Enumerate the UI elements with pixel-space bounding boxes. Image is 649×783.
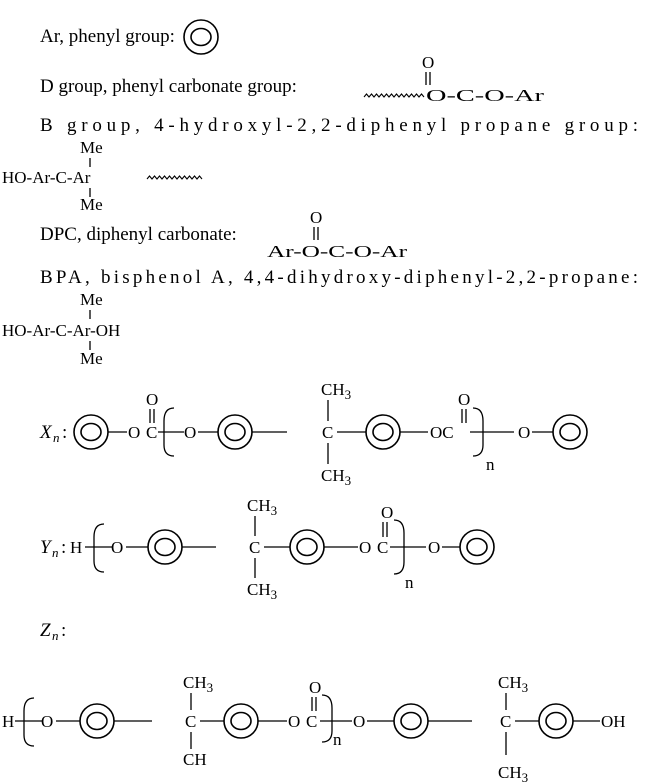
xn-colon: :	[62, 422, 67, 443]
benzene-ring-icon	[365, 414, 401, 450]
zn-colon: :	[61, 620, 66, 641]
yn-quaternary-carbon: C	[249, 538, 260, 557]
benzene-ring-icon	[183, 19, 219, 55]
zn-carbonyl-oxygen: O	[309, 678, 321, 697]
structure-xn: X n : O C O O CH3 C CH3 OC O n O	[39, 380, 588, 488]
zn-repeat-count: n	[333, 730, 342, 749]
repeat-bracket-open	[93, 523, 105, 573]
zn-methyl-top: CH3	[183, 673, 213, 695]
xn-chain-oxygen: O	[184, 423, 196, 442]
d-group-chain: O-C-O-Ar	[426, 86, 545, 105]
definition-d-group: D group, phenyl carbonate group: O O-C-O…	[40, 53, 545, 105]
dpc-chain: Ar-O-C-O-Ar	[267, 242, 407, 261]
methyl-bottom: Me	[80, 349, 103, 368]
zn-carbonyl-carbon: C	[306, 712, 317, 731]
zn-quaternary-carbon: C	[185, 712, 196, 731]
zn-terminal-h: H	[2, 712, 14, 731]
xn-methyl-bottom: CH3	[321, 466, 351, 488]
yn-methyl-top: CH3	[247, 496, 277, 518]
methyl-bottom: Me	[80, 195, 103, 214]
carbonyl-oxygen: O	[310, 208, 322, 227]
definition-b-group: B group, 4-hydroxyl-2,2-diphenyl propane…	[2, 115, 638, 214]
yn-subscript: n	[52, 545, 59, 560]
xn-carbonyl-oxygen-left: O	[146, 390, 158, 409]
yn-carbonyl-oxygen: O	[381, 503, 393, 522]
yn-carbonyl-carbon: C	[377, 538, 388, 557]
yn-end-oxygen: O	[428, 538, 440, 557]
b-group-label: B group, 4-hydroxyl-2,2-diphenyl propane…	[40, 115, 638, 136]
benzene-ring-icon	[223, 703, 259, 739]
zn-chain-oxygen: O	[41, 712, 53, 731]
yn-ester-oxygen: O	[359, 538, 371, 557]
bpa-label: BPA, bisphenol A, 4,4-dihydroxy-diphenyl…	[40, 267, 638, 288]
xn-carbonyl-carbon-left: C	[146, 423, 157, 442]
xn-end-oxygen: O	[518, 423, 530, 442]
repeat-bracket-close	[321, 694, 333, 743]
dpc-label: DPC, diphenyl carbonate:	[40, 224, 237, 245]
xn-repeat-count: n	[486, 455, 495, 474]
xn-methyl-top: CH3	[321, 380, 351, 402]
bpa-chain: HO-Ar-C-Ar-OH	[2, 321, 120, 340]
wavy-bond-icon	[363, 93, 425, 98]
structure-zn-label: Z n :	[40, 620, 66, 643]
benzene-ring-icon	[552, 414, 588, 450]
b-group-chain: HO-Ar-C-Ar	[2, 168, 91, 187]
xn-symbol: X	[39, 422, 53, 443]
xn-subscript: n	[53, 430, 60, 445]
zn-terminal-hydroxyl: OH	[601, 712, 626, 731]
ar-label: Ar, phenyl group:	[40, 26, 175, 47]
xn-carbonyl-oxygen-right: O	[458, 390, 470, 409]
wavy-bond-icon	[146, 175, 203, 180]
carbonyl-oxygen: O	[422, 53, 434, 72]
benzene-ring-icon	[217, 414, 253, 450]
benzene-ring-icon	[459, 529, 495, 565]
structure-zn: H O CH3 C CH O C O n O CH3 C CH3 OH	[2, 673, 626, 783]
xn-ester-oxygen-left: O	[128, 423, 140, 442]
yn-repeat-count: n	[405, 573, 414, 592]
zn-methyl-bottom-2: CH3	[498, 763, 528, 783]
definition-dpc: DPC, diphenyl carbonate: O Ar-O-C-O-Ar	[40, 208, 407, 261]
yn-colon: :	[61, 537, 66, 558]
d-group-label: D group, phenyl carbonate group:	[40, 76, 297, 97]
benzene-ring-icon	[538, 703, 574, 739]
zn-methyl-top-2: CH3	[498, 673, 528, 695]
benzene-ring-icon	[289, 529, 325, 565]
yn-chain-oxygen: O	[111, 538, 123, 557]
xn-quaternary-carbon: C	[322, 423, 333, 442]
zn-subscript: n	[52, 628, 59, 643]
benzene-ring-icon	[393, 703, 429, 739]
structure-yn: Y n : H O CH3 C CH3 O C O n O	[40, 496, 495, 602]
yn-terminal-h: H	[70, 538, 82, 557]
yn-symbol: Y	[40, 537, 53, 558]
xn-ester-oxygen-right: OC	[430, 423, 454, 442]
benzene-ring-icon	[73, 414, 109, 450]
methyl-top: Me	[80, 290, 103, 309]
zn-quaternary-carbon-2: C	[500, 712, 511, 731]
definition-ar: Ar, phenyl group:	[40, 19, 219, 55]
repeat-bracket-open	[163, 407, 175, 457]
repeat-bracket-open	[23, 697, 35, 747]
definition-bpa: BPA, bisphenol A, 4,4-dihydroxy-diphenyl…	[2, 267, 638, 368]
zn-methyl-bottom: CH	[183, 750, 207, 769]
zn-ester-oxygen: O	[288, 712, 300, 731]
yn-methyl-bottom: CH3	[247, 580, 277, 602]
benzene-ring-icon	[147, 529, 183, 565]
methyl-top: Me	[80, 138, 103, 157]
repeat-bracket-close	[472, 407, 484, 457]
zn-next-oxygen: O	[353, 712, 365, 731]
benzene-ring-icon	[79, 703, 115, 739]
zn-symbol: Z	[40, 620, 51, 641]
